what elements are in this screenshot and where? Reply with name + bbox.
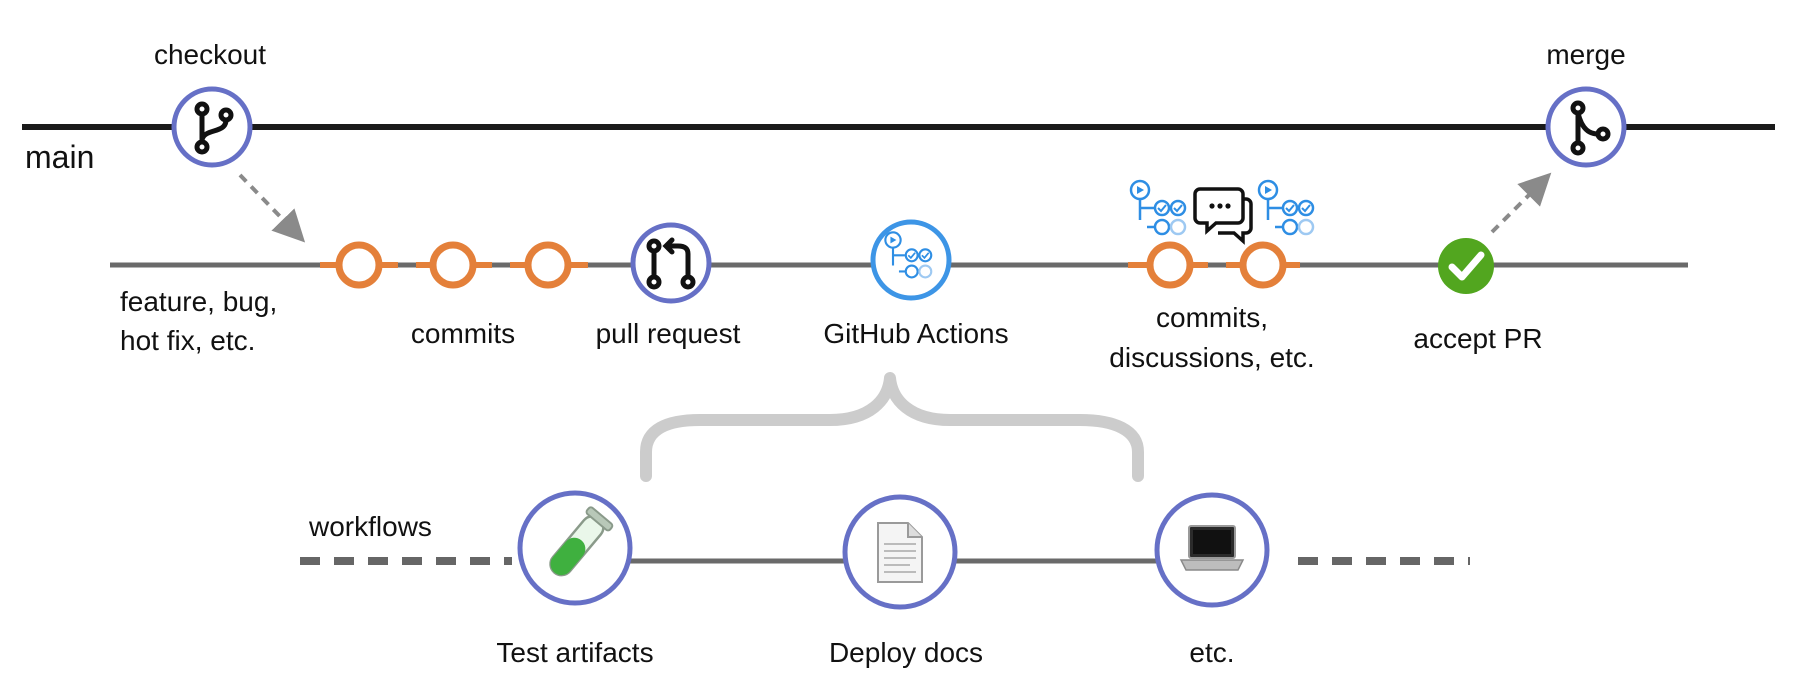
feature-branch-label-line1: feature, bug,: [120, 286, 277, 317]
feature-branch-label-line2: hot fix, etc.: [120, 325, 255, 356]
checkout-label: checkout: [154, 39, 266, 70]
check-icon: [1448, 251, 1485, 281]
speech-bubbles-icon: [1193, 187, 1253, 245]
document-icon: [877, 522, 923, 583]
pull-request-label: pull request: [596, 318, 741, 349]
commits-discussions-label-line2: discussions, etc.: [1109, 342, 1314, 373]
checkout-node: [171, 86, 253, 168]
github-actions-node: [870, 219, 952, 301]
main-branch-label: main: [25, 139, 94, 175]
commits-discussions-label-line1: commits,: [1156, 302, 1268, 333]
commit-dot: [1239, 241, 1287, 289]
workflows-brace: [640, 372, 1144, 482]
test-tube-icon: [549, 506, 614, 577]
merge-arrow: [1490, 172, 1552, 234]
workflows-label: workflows: [308, 511, 432, 542]
etc-label: etc.: [1189, 637, 1234, 668]
merge-label: merge: [1546, 39, 1625, 70]
git-branch-icon: [194, 101, 234, 155]
git-merge-icon: [1570, 100, 1611, 156]
test-artifacts-node: [517, 490, 633, 606]
commits-label: commits: [411, 318, 515, 349]
etc-node: [1154, 492, 1270, 608]
github-actions-label: GitHub Actions: [823, 318, 1008, 349]
workflow-icon: [1129, 179, 1187, 236]
pull-request-node: [630, 222, 712, 304]
laptop-icon: [1179, 525, 1245, 571]
test-artifacts-label: Test artifacts: [496, 637, 653, 668]
checkout-arrow: [238, 173, 306, 243]
accept-pr-label: accept PR: [1413, 323, 1542, 354]
commit-group: [1128, 241, 1300, 289]
accept-pr-node: [1438, 238, 1494, 294]
commit-dot: [1146, 241, 1194, 289]
commit-dot: [524, 241, 572, 289]
merge-node: [1545, 86, 1627, 168]
workflow-icon: [1257, 179, 1315, 236]
commit-dot: [335, 241, 383, 289]
commit-group: [320, 241, 588, 289]
deploy-docs-node: [842, 494, 958, 610]
git-pull-request-icon: [646, 237, 696, 290]
commit-dot: [429, 241, 477, 289]
deploy-docs-label: Deploy docs: [829, 637, 983, 668]
